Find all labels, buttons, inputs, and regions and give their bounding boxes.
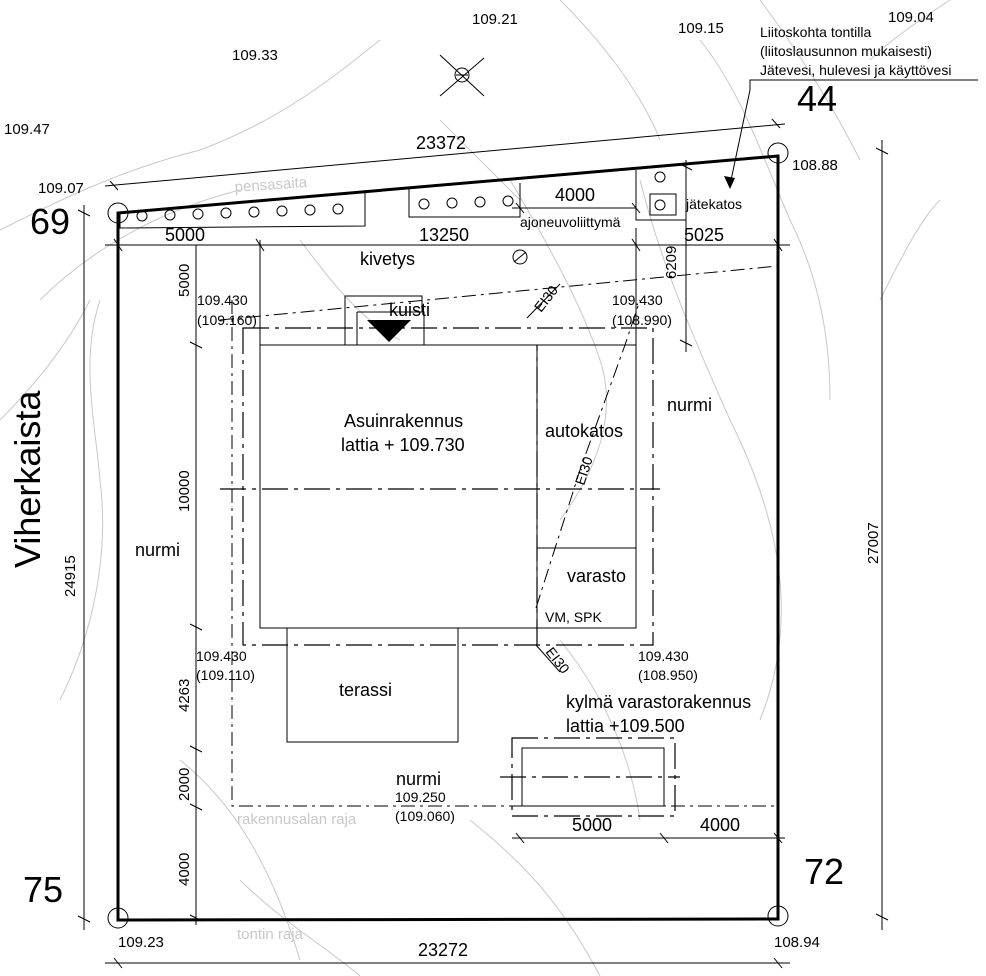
dim-2000: 2000 — [176, 768, 193, 801]
plot-number-44: 44 — [797, 78, 837, 119]
elevation-e3: 109.04 — [888, 9, 934, 26]
lawn-label-right: nurmi — [667, 395, 712, 415]
fire-wall-label-middle: EI30 — [572, 454, 596, 487]
plot-number-72: 72 — [804, 851, 844, 892]
dim-6209: 6209 — [663, 246, 680, 279]
dim-5000-top: 5000 — [165, 225, 205, 245]
valve-icon — [512, 249, 528, 265]
meter-label: VM, SPK — [545, 609, 602, 625]
elevation-se: 108.94 — [774, 934, 820, 951]
terrace-label: terassi — [339, 680, 392, 700]
building-area-limit-label: rakennusalan raja — [237, 811, 357, 828]
porch — [344, 295, 425, 345]
dim-4263: 4263 — [176, 679, 193, 712]
dim-4000-side: 4000 — [176, 853, 193, 886]
waste-shelter-label: jätekatos — [685, 196, 742, 212]
dim-5025: 5025 — [684, 225, 724, 245]
driveway-label: ajoneuvoliittymä — [520, 214, 621, 230]
house-label-1: Asuinrakennus — [344, 411, 463, 431]
plot-number-75: 75 — [23, 869, 63, 910]
paving-label: kivetys — [360, 249, 415, 269]
street-name: Viherkaista — [7, 390, 48, 568]
spot-level-nw-a: 109.430 — [197, 292, 248, 308]
cold-storage-label-1: kylmä varastorakennus — [566, 692, 751, 712]
dim-storage-5000: 5000 — [572, 815, 612, 835]
lawn-label-left: nurmi — [135, 540, 180, 560]
connection-note-3: Jätevesi, hulevesi ja käyttövesi — [760, 62, 951, 78]
spot-level-bottom-a: 109.250 — [395, 789, 446, 805]
elevation-ne: 108.88 — [792, 157, 838, 174]
connection-note-1: Liitoskohta tontilla — [760, 24, 872, 40]
elevation-sw: 109.23 — [118, 934, 164, 951]
porch-label: kuisti — [389, 300, 430, 320]
elevation-e4: 109.33 — [232, 47, 278, 64]
dim-drive-4000: 4000 — [555, 185, 595, 205]
fire-wall-label-bottom: EI30 — [543, 644, 573, 677]
spot-level-ne-a: 109.430 — [612, 292, 663, 308]
dim-top: 23372 — [416, 133, 466, 153]
spot-level-sw-b: (109.110) — [196, 667, 255, 683]
terrain-contours — [0, 0, 951, 976]
carport-label: autokatos — [545, 421, 623, 441]
dim-storage-4000: 4000 — [700, 815, 740, 835]
spot-level-ne-b: (108.990) — [612, 312, 672, 328]
elevation-e1: 109.21 — [472, 11, 518, 28]
waste-shelter — [649, 193, 677, 216]
building-envelope — [242, 327, 654, 646]
setback-line — [219, 265, 779, 321]
connection-note-2: (liitoslausunnon mukaisesti) — [760, 43, 932, 59]
paving-boundary — [259, 228, 637, 345]
cold-storage-label-2: lattia +109.500 — [566, 716, 685, 736]
arrow-icon — [724, 176, 735, 189]
dim-bottom: 23272 — [418, 940, 468, 960]
elevation-nw: 109.07 — [38, 180, 84, 197]
corner-markers — [107, 142, 789, 929]
dim-10000: 10000 — [176, 470, 193, 512]
spot-level-se-a: 109.430 — [638, 648, 689, 664]
plot-limit-label: tontin raja — [237, 926, 304, 943]
dim-left: 24915 — [62, 555, 79, 597]
building-area-limit — [231, 237, 778, 807]
plot-boundary — [116, 154, 780, 922]
spot-level-sw-a: 109.430 — [196, 648, 247, 664]
entrance-triangle-icon — [367, 320, 411, 342]
elevation-e5: 109.47 — [4, 121, 50, 138]
survey-point-icon — [439, 54, 485, 97]
house-label-2: lattia + 109.730 — [341, 435, 465, 455]
dim-13250: 13250 — [419, 225, 469, 245]
lawn-label-bottom: nurmi — [396, 769, 441, 789]
terrace — [286, 627, 459, 743]
spot-level-se-b: (108.950) — [638, 667, 698, 683]
dimension-lines — [77, 118, 889, 969]
spot-level-bottom-b: (109.060) — [395, 808, 455, 824]
fire-wall-line — [535, 299, 641, 609]
connection-leader — [729, 79, 978, 186]
dim-right: 27007 — [865, 522, 882, 564]
hedge-label: pensasaita — [234, 174, 308, 196]
plot-number-69: 69 — [30, 201, 70, 242]
dim-5000-side: 5000 — [176, 264, 193, 297]
elevation-e2: 109.15 — [678, 20, 724, 37]
storage-label: varasto — [567, 566, 626, 586]
spot-level-nw-b: (109.160) — [197, 312, 257, 328]
